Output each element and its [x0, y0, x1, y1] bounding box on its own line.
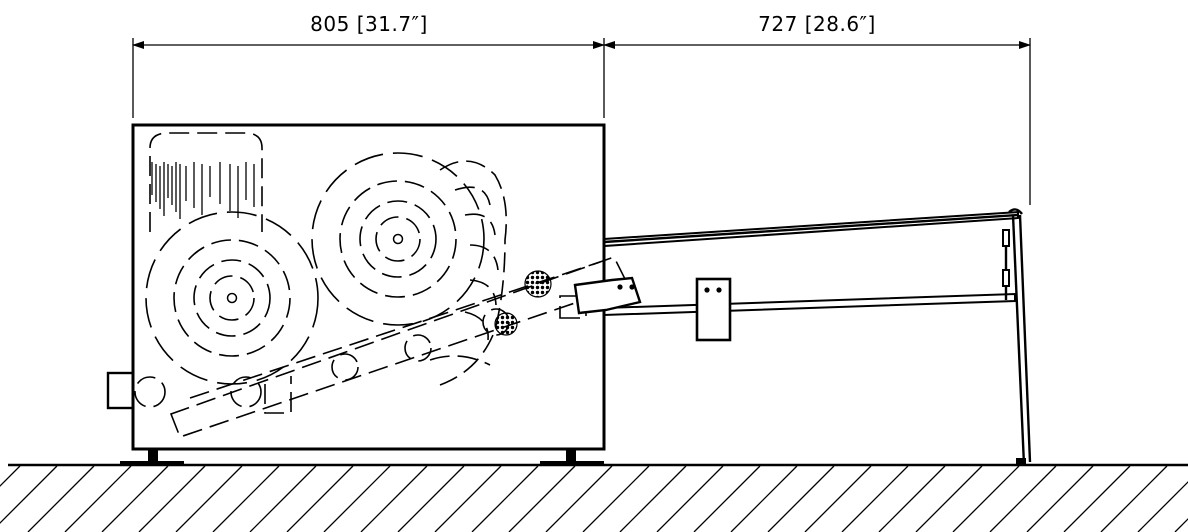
hidden-motor	[149, 132, 263, 232]
hatch-line	[545, 465, 613, 532]
hatch-line	[1137, 481, 1188, 532]
hatch-line	[767, 465, 835, 532]
left-foot-stem	[148, 449, 158, 461]
hatch-line	[1174, 518, 1188, 532]
hatch-line	[1063, 465, 1131, 532]
table-leg-front	[1011, 214, 1026, 466]
right-foot-stem	[566, 449, 576, 461]
hatch-line	[138, 465, 206, 532]
hatch-line	[915, 465, 983, 532]
hatch-line	[0, 465, 58, 524]
feed-table	[573, 208, 1032, 466]
table-leg-back	[1018, 214, 1032, 463]
hatch-line	[471, 465, 539, 532]
dimension-label-table-extension: 727 [28.6″]	[758, 12, 876, 36]
right-foot-plate	[540, 461, 604, 465]
hatch-line	[582, 465, 650, 532]
hatch-line	[989, 465, 1057, 532]
hatch-line	[175, 465, 243, 532]
hidden-reel-right	[311, 152, 508, 386]
hatch-line	[730, 465, 798, 532]
hatch-line	[693, 465, 761, 532]
hatch-line	[0, 465, 21, 487]
dimension-lines	[132, 38, 1031, 205]
hatch-line	[878, 465, 946, 532]
left-reel-hub	[226, 292, 238, 304]
left-foot-plate	[120, 461, 184, 465]
hatch-line	[841, 465, 909, 532]
ground	[0, 463, 1188, 532]
hatch-line	[27, 465, 95, 532]
hidden-conveyor	[134, 256, 630, 439]
hatch-line	[619, 465, 687, 532]
hatch-line	[1100, 465, 1168, 532]
hatch-line	[323, 465, 391, 532]
perforated-roller-upper	[524, 270, 552, 298]
right-reel-hub	[392, 233, 404, 245]
hatch-line	[397, 465, 465, 532]
hatch-line	[804, 465, 872, 532]
table-lower-rail	[603, 292, 1016, 317]
table-top-rail	[603, 210, 1019, 248]
hatch-line	[952, 465, 1020, 532]
hatch-line	[1026, 465, 1094, 532]
hatch-line	[508, 465, 576, 532]
dimension-label-machine-width: 805 [31.7″]	[310, 12, 428, 36]
hatch-line	[286, 465, 354, 532]
hidden-reel-left	[145, 211, 319, 385]
outlet-bracket	[106, 371, 135, 410]
ground-hatching	[0, 465, 1188, 532]
motor-fins	[151, 162, 255, 219]
hatch-line	[101, 465, 169, 532]
infeed-clamp-plate	[573, 276, 642, 315]
hatch-line	[249, 465, 317, 532]
hatch-line	[360, 465, 428, 532]
hatch-line	[656, 465, 724, 532]
hatch-line	[434, 465, 502, 532]
hatch-line	[212, 465, 280, 532]
hatch-line	[64, 465, 132, 532]
table-hanging-bracket	[695, 277, 732, 342]
